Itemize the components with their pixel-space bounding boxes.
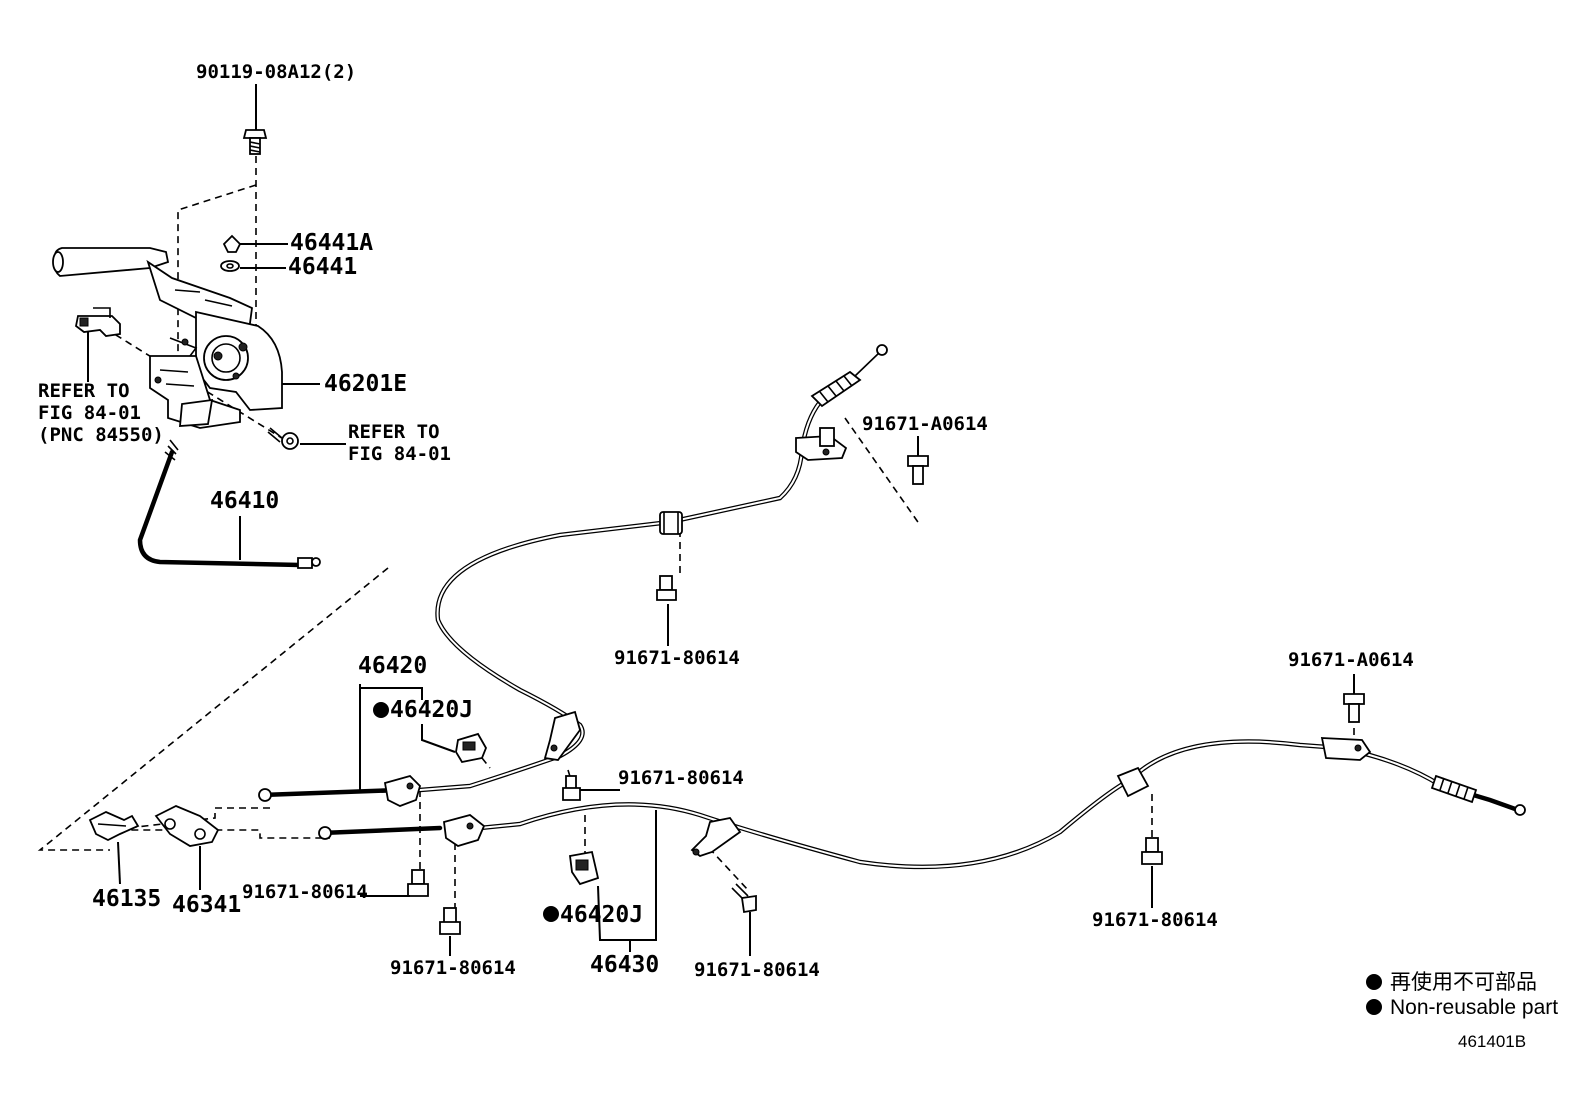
- label-46410: 46410: [210, 488, 279, 514]
- washer-46441-icon: [220, 260, 240, 272]
- equalizer-46135-icon: [88, 811, 140, 842]
- label-91671-80614-left-1: 91671-80614: [242, 881, 368, 903]
- label-90119: 90119-08A12(2): [196, 61, 356, 83]
- bolt-icon: [407, 869, 429, 897]
- non-reusable-dot: [543, 906, 559, 922]
- label-91671-80614-mid-center: 91671-80614: [618, 767, 744, 789]
- label-91671-80614-bottom: 91671-80614: [694, 959, 820, 981]
- label-46420J-lower: 46420J: [560, 902, 643, 928]
- bolt-icon: [731, 883, 757, 914]
- bolt-icon: [907, 455, 929, 485]
- bolt-icon: [656, 575, 677, 601]
- label-refer-right-2: FIG 84-01: [348, 443, 451, 465]
- label-46420J-upper: 46420J: [390, 697, 473, 723]
- legend-dot-icon: [1366, 974, 1382, 990]
- label-91671-A0614-right: 91671-A0614: [1288, 649, 1414, 671]
- bolt-icon: [439, 907, 461, 935]
- bracket-46341-icon: [154, 805, 220, 847]
- label-46441: 46441: [288, 254, 357, 280]
- label-refer-left-3: (PNC 84550): [38, 424, 164, 446]
- legend-label-japanese: 再使用不可部品: [1390, 971, 1537, 994]
- label-refer-left-1: REFER TO: [38, 380, 130, 402]
- label-46441A: 46441A: [290, 230, 373, 256]
- legend: 再使用不可部品 Non-reusable part 461401B: [1366, 971, 1558, 1051]
- label-46341: 46341: [172, 892, 241, 918]
- label-91671-80614-mid-upper: 91671-80614: [614, 647, 740, 669]
- non-reusable-markers: [373, 702, 559, 922]
- brake-switch-connector: [75, 307, 121, 337]
- front-cable-46410: [297, 557, 321, 569]
- callout-labels: 90119-08A12(2) 46441A 46441 46201E REFER…: [38, 61, 1414, 981]
- label-46430: 46430: [590, 952, 659, 978]
- cable-46430: [318, 737, 1526, 870]
- label-91671-80614-right: 91671-80614: [1092, 909, 1218, 931]
- non-reusable-dot: [373, 702, 389, 718]
- label-refer-left-2: FIG 84-01: [38, 402, 141, 424]
- label-91671-A0614-upper: 91671-A0614: [862, 413, 988, 435]
- clamp-46420J-upper-icon: [455, 732, 487, 764]
- label-46135: 46135: [92, 886, 161, 912]
- label-46201E: 46201E: [324, 371, 407, 397]
- bolt-icon: [562, 775, 581, 801]
- legend-dot-icon: [1366, 999, 1382, 1015]
- nut-46441A-icon: [222, 234, 242, 253]
- label-refer-right-1: REFER TO: [348, 421, 440, 443]
- cable-46420: [258, 344, 888, 807]
- bolt-90119-icon: [242, 129, 268, 155]
- clamp-46420J-lower-icon: [569, 850, 600, 886]
- parking-brake-lever: [52, 247, 303, 568]
- legend-label-english: Non-reusable part: [1390, 996, 1558, 1019]
- bolt-icons: [407, 455, 1365, 935]
- leader-lines: [87, 84, 1355, 956]
- bolt-icon: [1343, 693, 1365, 723]
- figure-code: 461401B: [1458, 1032, 1526, 1051]
- bolt-icon: [1141, 837, 1163, 865]
- label-91671-80614-left-2: 91671-80614: [390, 957, 516, 979]
- label-46420: 46420: [358, 653, 427, 679]
- bolt-refer-icon: [267, 427, 299, 450]
